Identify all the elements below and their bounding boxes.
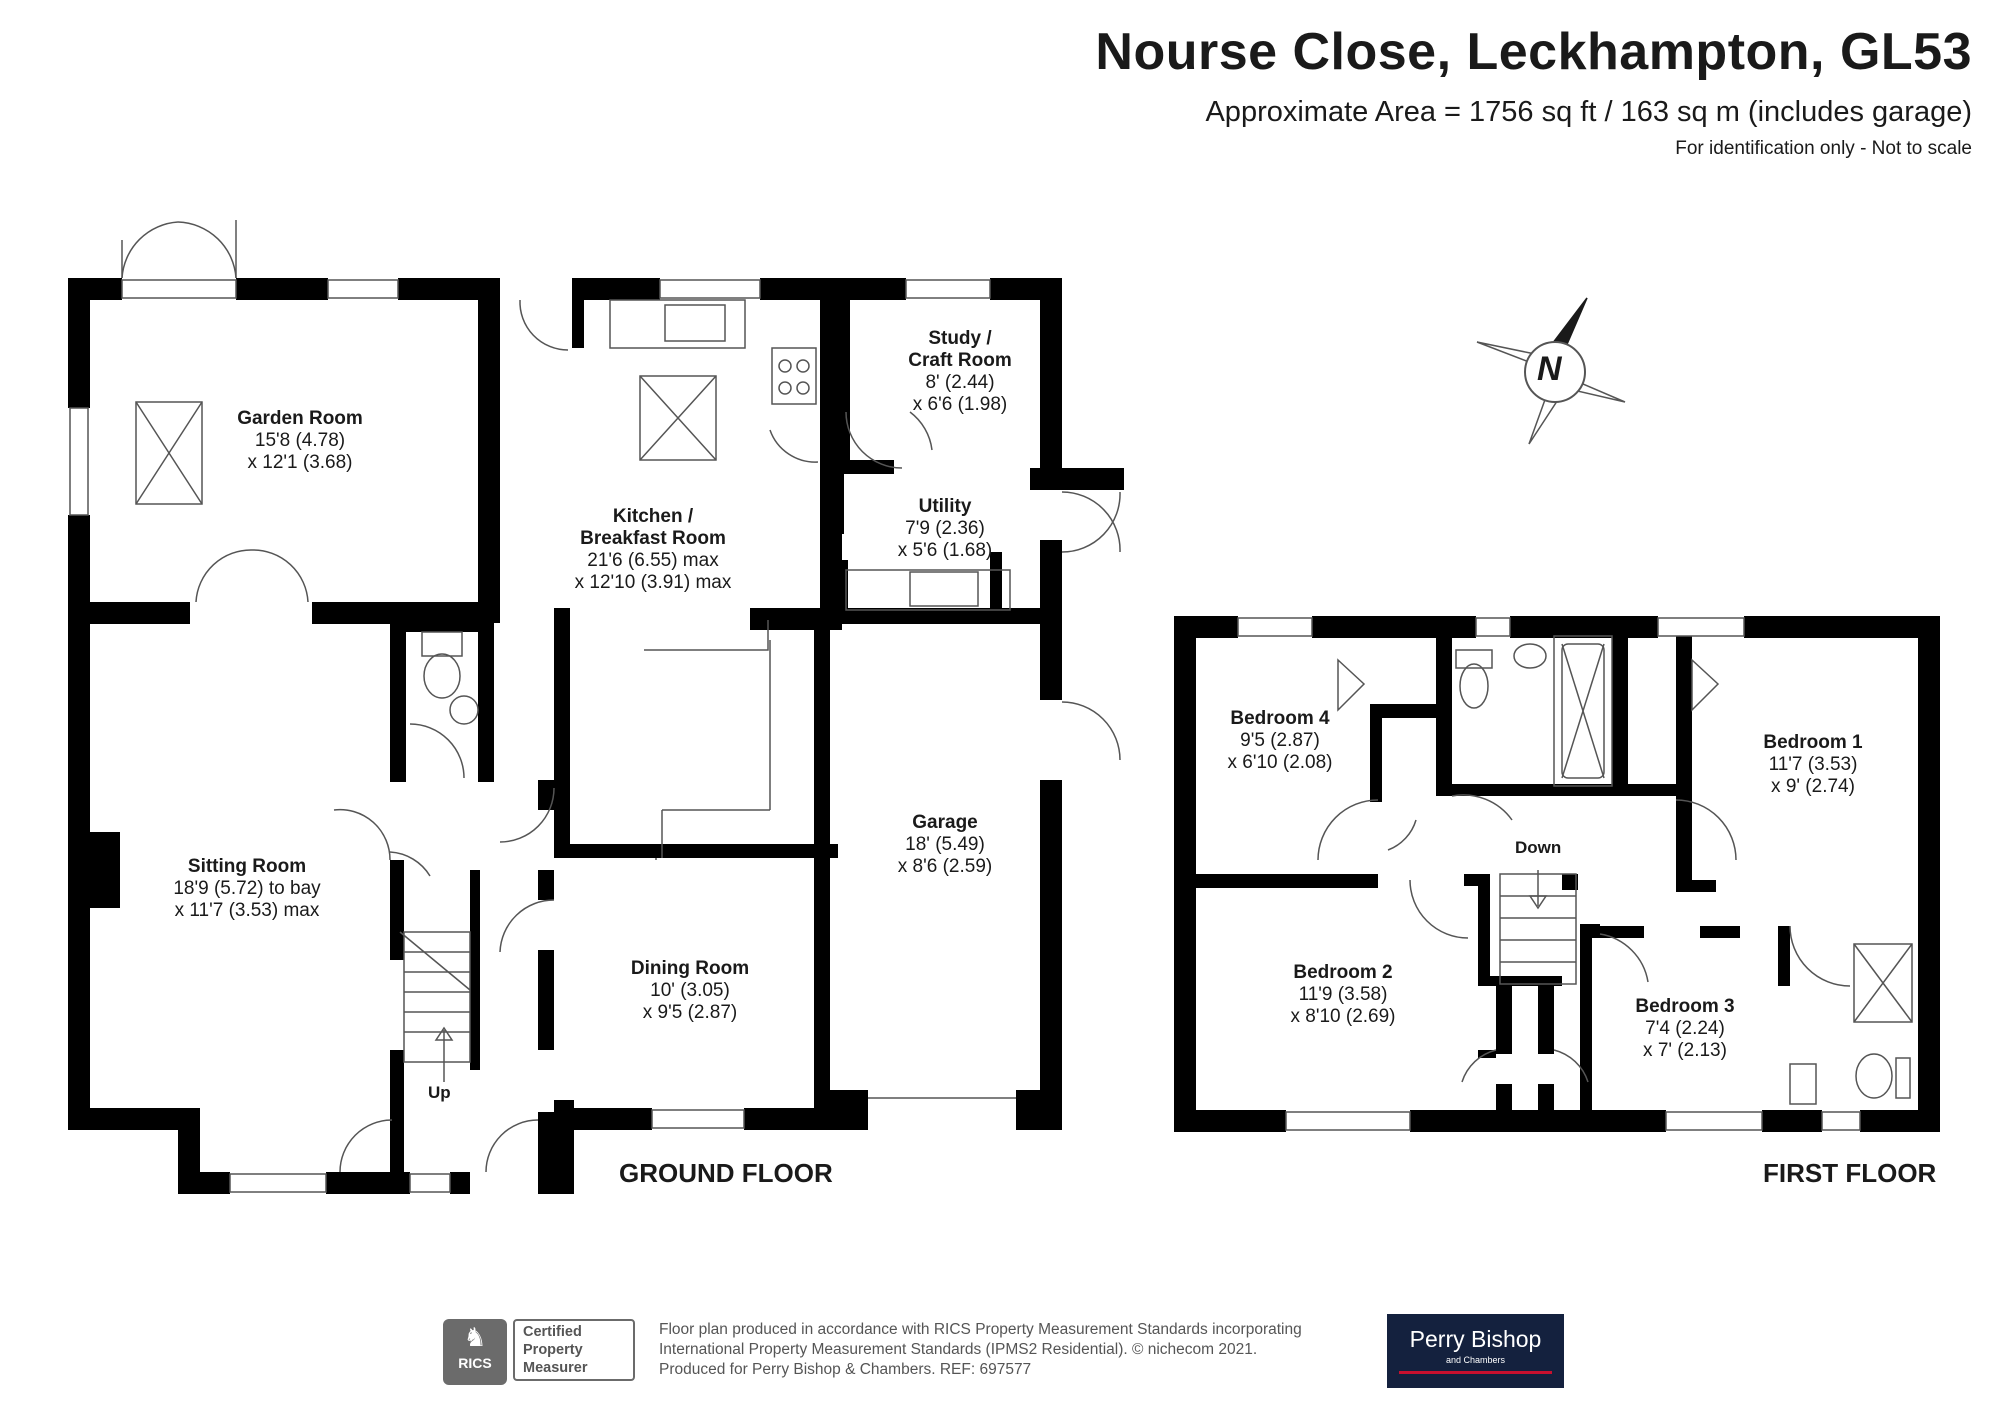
room-dim: 9'5 (2.87) [1240,730,1320,751]
footer-line: Produced for Perry Bishop & Chambers. RE… [659,1361,1032,1378]
room-name: Bedroom 4 [1230,708,1330,729]
agent-logo-rule [1399,1371,1552,1374]
room-dim: x 6'10 (2.08) [1227,752,1333,773]
footer-line: International Property Measurement Stand… [659,1341,1258,1358]
room-dim: x 9' (2.74) [1771,776,1855,797]
room-bedroom-3: Bedroom 3 7'4 (2.24) x 7' (2.13) [1635,996,1734,1062]
rics-cert-line: Property [523,1342,583,1358]
first-floor-walls [1174,616,1940,1132]
area-summary: Approximate Area = 1756 sq ft / 163 sq m… [1205,96,1972,128]
ground-floor-walls [68,278,1124,1194]
stair-down-label: Down [1515,838,1562,857]
room-dim: 11'9 (3.58) [1298,984,1388,1005]
room-dim: x 8'10 (2.69) [1290,1006,1396,1027]
room-dim: x 11'7 (3.53) max [174,900,320,921]
room-dim: 8' (2.44) [925,372,995,393]
room-name: Study / [928,328,992,349]
agent-logo-name: Perry Bishop [1409,1326,1542,1352]
room-bedroom-4: Bedroom 4 9'5 (2.87) x 6'10 (2.08) [1227,708,1332,774]
room-name: Utility [918,496,972,517]
rics-logo-icon: ♞ RICS [443,1319,507,1385]
room-dim: x 6'6 (1.98) [912,394,1008,415]
room-name: Bedroom 2 [1293,962,1393,983]
first-floor-label: FIRST FLOOR [1763,1158,1937,1188]
room-utility: Utility 7'9 (2.36) x 5'6 (1.68) [898,496,992,562]
room-name: Sitting Room [187,856,307,877]
room-bedroom-2: Bedroom 2 11'9 (3.58) x 8'10 (2.69) [1290,962,1395,1028]
stair-up-label: Up [428,1083,451,1102]
room-name: Bedroom 3 [1635,996,1735,1017]
room-name: Garage [912,812,978,833]
first-floor-fixtures [1237,617,1913,1131]
room-dim: x 7' (2.13) [1643,1040,1727,1061]
ground-floor-fixtures [69,220,1121,1193]
rics-certified-badge: ♞ RICS Certified Property Measurer [443,1319,643,1385]
room-dim: 18' (5.49) [905,834,985,855]
room-garden-room: Garden Room 15'8 (4.78) x 12'1 (3.68) [237,408,363,474]
room-name: Dining Room [630,958,750,979]
room-study: Study / Craft Room 8' (2.44) x 6'6 (1.98… [908,328,1011,416]
ground-floor-label: GROUND FLOOR [619,1158,833,1188]
footer-disclaimer: Floor plan produced in accordance with R… [659,1320,1302,1380]
rics-cert-box: Certified Property Measurer [513,1319,635,1381]
compass-graphic [1476,297,1626,445]
room-name: Craft Room [908,350,1012,371]
room-name: Kitchen / [612,506,694,527]
room-bedroom-1: Bedroom 1 11'7 (3.53) x 9' (2.74) [1763,732,1862,798]
room-dim: 18'9 (5.72) to bay [173,878,321,899]
room-garage: Garage 18' (5.49) x 8'6 (2.59) [898,812,992,878]
room-dim: 21'6 (6.55) max [587,550,719,571]
room-dim: 15'8 (4.78) [254,430,346,451]
agent-logo: Perry Bishop and Chambers [1387,1314,1564,1388]
room-dim: 10' (3.05) [650,980,730,1001]
room-dim: 7'9 (2.36) [905,518,985,539]
scale-note: For identification only - Not to scale [1675,138,1972,159]
room-dim: 7'4 (2.24) [1645,1018,1725,1039]
compass-icon: N [1537,350,1562,388]
room-dim: x 5'6 (1.68) [897,540,993,561]
room-sitting-room: Sitting Room 18'9 (5.72) to bay x 11'7 (… [173,856,320,922]
rics-cert-line: Measurer [523,1360,588,1376]
room-name: Garden Room [237,408,363,429]
room-name: Bedroom 1 [1763,732,1863,753]
rics-badge-text: RICS [458,1355,492,1371]
room-dim: x 9'5 (2.87) [642,1002,738,1023]
rics-cert-line: Certified [523,1324,582,1340]
room-dim: 11'7 (3.53) [1768,754,1858,775]
room-kitchen: Kitchen / Breakfast Room 21'6 (6.55) max… [575,506,732,594]
agent-logo-sub: and Chambers [1445,1355,1506,1365]
footer-line: Floor plan produced in accordance with R… [659,1321,1302,1338]
room-dim: x 12'10 (3.91) max [574,572,732,593]
room-name: Breakfast Room [580,528,726,549]
room-dim: x 8'6 (2.59) [897,856,993,877]
room-dim: x 12'1 (3.68) [247,452,353,473]
page-title: Nourse Close, Leckhampton, GL53 [1095,23,1972,81]
room-dining-room: Dining Room 10' (3.05) x 9'5 (2.87) [631,958,749,1024]
